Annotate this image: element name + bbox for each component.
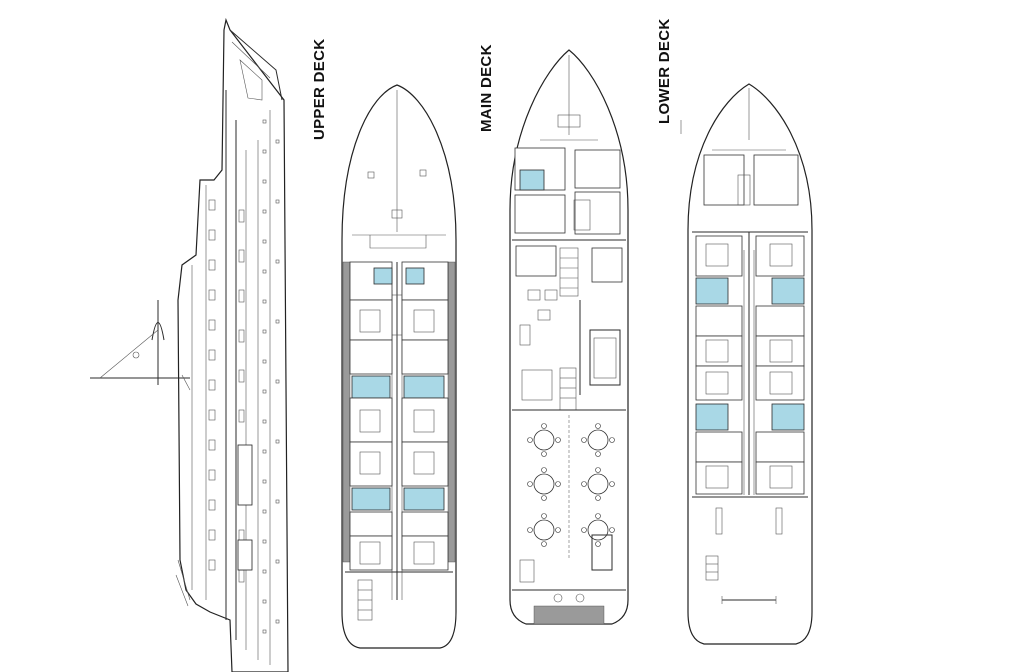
mast <box>90 300 191 391</box>
upper-deck-plan <box>341 84 457 649</box>
lower-deck-plan <box>687 83 813 645</box>
dining-tables <box>527 423 615 547</box>
main-deck-plan <box>509 49 629 625</box>
lower-deck-title: LOWER DECK <box>656 19 673 125</box>
ship-side-profile <box>90 17 289 672</box>
main-deck-title: MAIN DECK <box>478 44 495 132</box>
upper-deck-title: UPPER DECK <box>311 39 328 140</box>
portholes <box>262 119 280 634</box>
